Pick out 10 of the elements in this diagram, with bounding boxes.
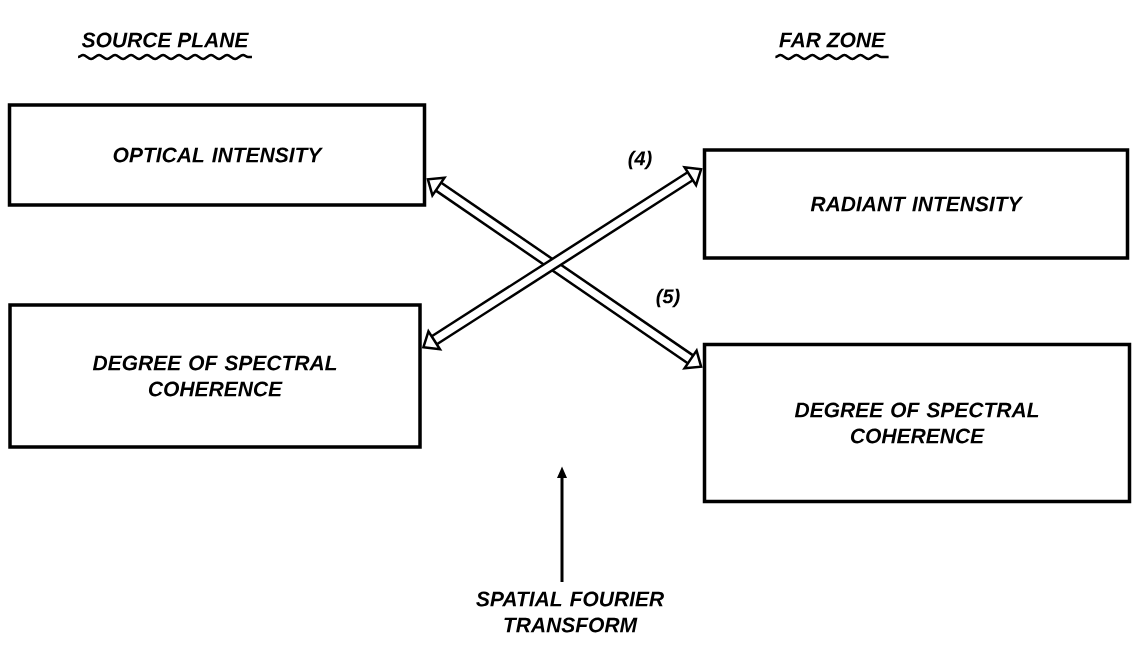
text-box: RADIANT INTENSITY — [702, 148, 1130, 260]
text-box: DEGREE OF SPECTRAL COHERENCE — [702, 342, 1132, 504]
edge-label: (5) — [653, 286, 683, 310]
text-box: DEGREE OF SPECTRAL COHERENCE — [8, 303, 422, 449]
heading: FAR ZONE — [779, 32, 886, 48]
heading: SOURCE PLANE — [81, 32, 249, 48]
caption-text: SPATIAL FOURIER TRANSFORM — [476, 591, 664, 633]
double-arrow — [426, 176, 703, 370]
text-box: OPTICAL INTENSITY — [7, 103, 427, 207]
edge-label: (4) — [625, 148, 655, 172]
